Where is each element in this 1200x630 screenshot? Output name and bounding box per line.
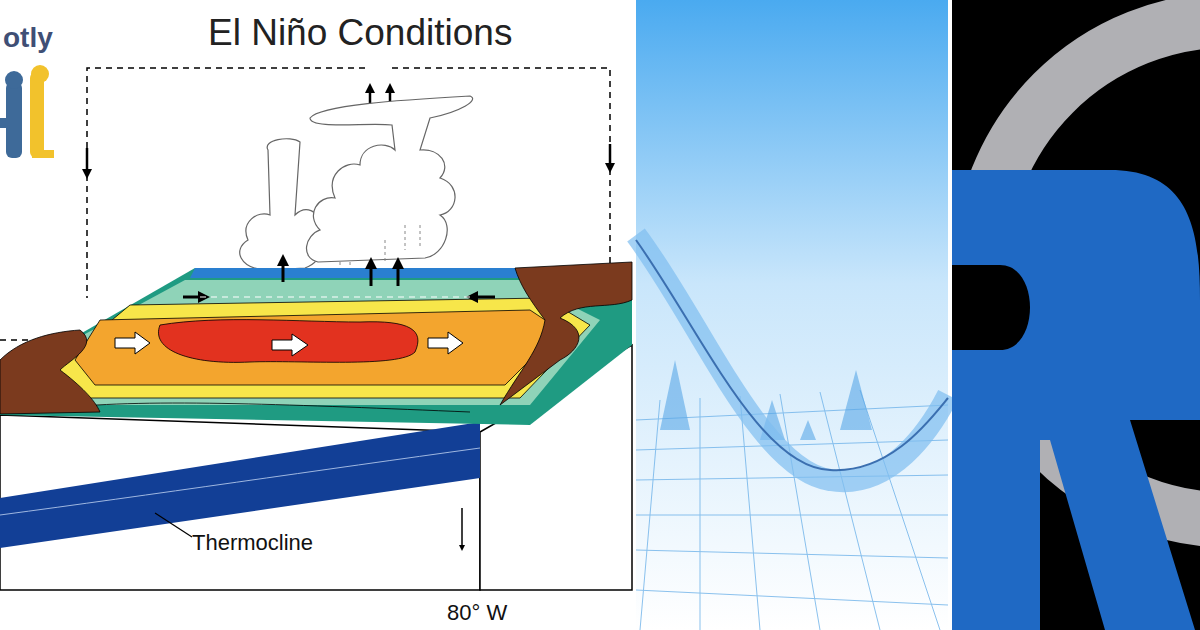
clouds <box>240 96 473 270</box>
land <box>0 262 632 414</box>
ocean-front <box>0 415 480 590</box>
diagram-title: El Niño Conditions <box>208 12 512 54</box>
r-letter <box>952 170 1200 630</box>
longitude-label: 80° W <box>447 600 507 626</box>
graph-panel <box>636 0 948 630</box>
air-arrows <box>87 88 610 174</box>
plotly-figure <box>0 65 54 158</box>
wind-arrows <box>183 260 495 297</box>
thermocline-layer <box>0 422 480 548</box>
thermocline-label: Thermocline <box>192 530 313 556</box>
logo-text: otly <box>3 22 53 54</box>
current-arrows <box>115 332 463 356</box>
